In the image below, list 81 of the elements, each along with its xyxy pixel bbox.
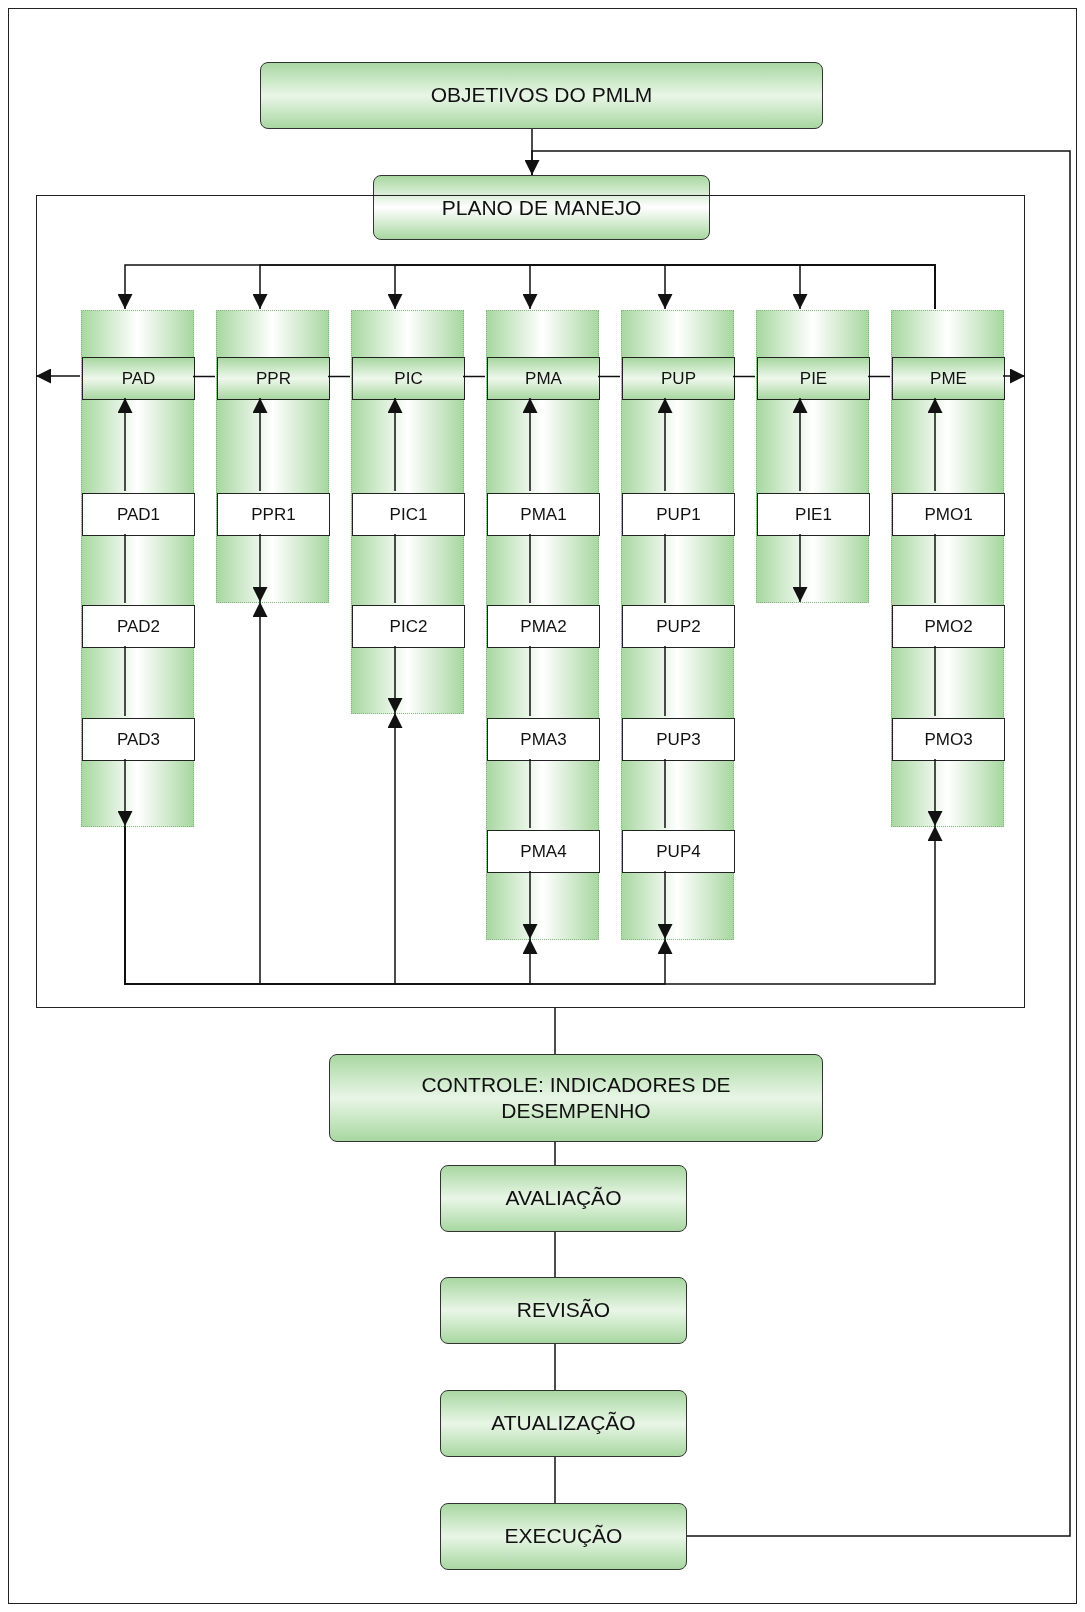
arrow: [792, 397, 808, 492]
subprogram-box: PIC2: [352, 605, 465, 648]
arrow: [252, 533, 268, 603]
process-box: ATUALIZAÇÃO: [440, 1390, 687, 1457]
subprogram-box: PMA1: [487, 493, 600, 536]
arrow: [522, 870, 538, 940]
connector-line: [554, 1343, 556, 1391]
frame-outline: [36, 195, 1025, 1008]
program-box: PUP: [622, 357, 735, 400]
connector-line: [124, 533, 126, 604]
process-box: PLANO DE MANEJO: [373, 175, 710, 240]
process-box: EXECUÇÃO: [440, 1503, 687, 1570]
arrow: [522, 397, 538, 492]
subprogram-box: PPR1: [217, 493, 330, 536]
connector-line: [529, 758, 531, 829]
subprogram-box: PUP3: [622, 718, 735, 761]
subprogram-box: PUP4: [622, 830, 735, 873]
connector-line: [192, 375, 216, 378]
arrow: [387, 397, 403, 492]
subprogram-box: PMA2: [487, 605, 600, 648]
process-box: AVALIAÇÃO: [440, 1165, 687, 1232]
program-box: PPR: [217, 357, 330, 400]
connector-line: [664, 758, 666, 829]
subprogram-box: PIC1: [352, 493, 465, 536]
arrow: [657, 870, 673, 940]
subprogram-box: PMO3: [892, 718, 1005, 761]
connector-line: [597, 375, 621, 378]
subprogram-box: PMO1: [892, 493, 1005, 536]
subprogram-box: PUP1: [622, 493, 735, 536]
subprogram-box: PAD2: [82, 605, 195, 648]
column-band: [891, 310, 1004, 827]
connector-line: [124, 645, 126, 717]
process-box: REVISÃO: [440, 1277, 687, 1344]
connector-line: [732, 375, 756, 378]
connector-line: [554, 1231, 556, 1278]
column-band: [756, 310, 869, 603]
subprogram-box: PUP2: [622, 605, 735, 648]
arrow: [927, 758, 943, 827]
connector-line: [554, 1456, 556, 1504]
subprogram-box: PMA3: [487, 718, 600, 761]
subprogram-box: PMA4: [487, 830, 600, 873]
subprogram-box: PIE1: [757, 493, 870, 536]
connector-line: [867, 375, 891, 378]
connector-line: [664, 533, 666, 604]
arrow: [387, 645, 403, 714]
program-box: PAD: [82, 357, 195, 400]
connector-line: [554, 1007, 556, 1055]
arrow: [252, 397, 268, 492]
connector-line: [934, 645, 936, 717]
connector-line: [394, 533, 396, 604]
column-band: [351, 310, 464, 714]
process-box: CONTROLE: INDICADORES DE DESEMPENHO: [329, 1054, 823, 1142]
arrow: [117, 397, 133, 492]
program-box: PME: [892, 357, 1005, 400]
arrow: [524, 150, 1071, 1537]
connector-line: [327, 375, 351, 378]
connector-line: [529, 533, 531, 604]
process-box: OBJETIVOS DO PMLM: [260, 62, 823, 129]
arrow: [792, 264, 936, 310]
arrow: [1002, 368, 1026, 384]
arrow: [117, 758, 133, 827]
subprogram-box: PAD1: [82, 493, 195, 536]
subprogram-box: PAD3: [82, 718, 195, 761]
column-band: [216, 310, 329, 603]
connector-line: [664, 645, 666, 717]
program-box: PMA: [487, 357, 600, 400]
connector-line: [462, 375, 486, 378]
column-band: [486, 310, 599, 940]
connector-line: [529, 645, 531, 717]
subprogram-box: PMO2: [892, 605, 1005, 648]
connector-line: [554, 1141, 556, 1166]
column-band: [621, 310, 734, 940]
program-box: PIE: [757, 357, 870, 400]
arrow: [657, 397, 673, 492]
column-band: [81, 310, 194, 827]
arrow: [35, 368, 81, 384]
arrow: [124, 825, 943, 985]
arrow: [927, 397, 943, 492]
connector-line: [934, 533, 936, 604]
program-box: PIC: [352, 357, 465, 400]
arrow: [792, 533, 808, 603]
